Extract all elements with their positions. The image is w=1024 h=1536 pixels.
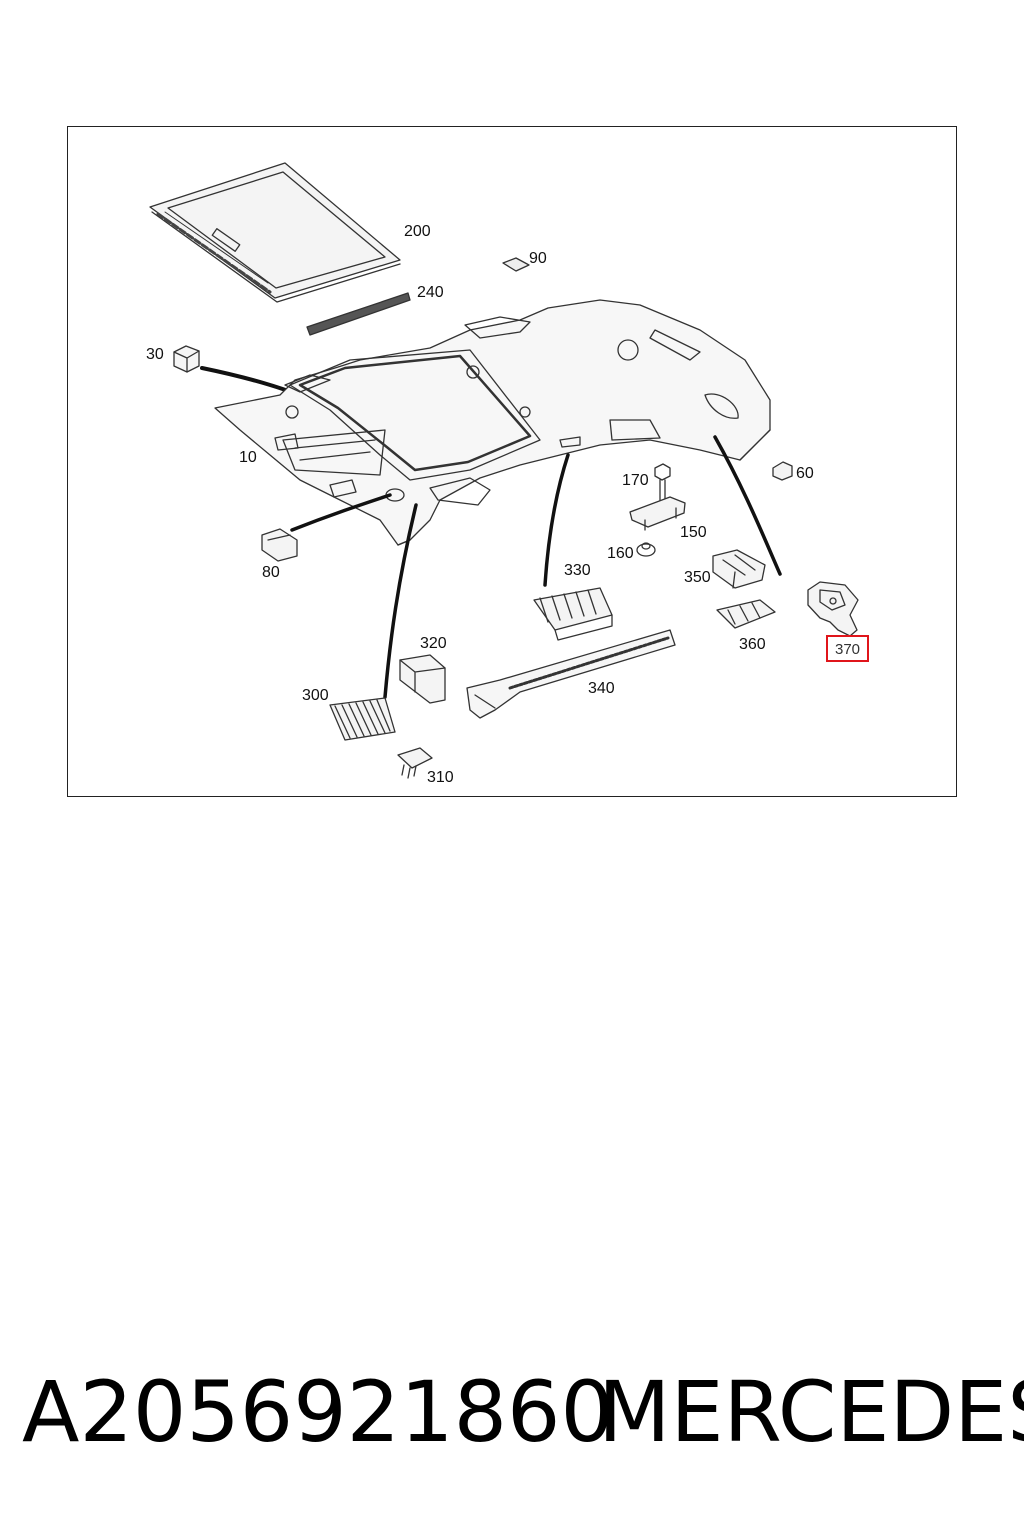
- callout-80: 80: [262, 564, 280, 581]
- callout-160: 160: [607, 545, 634, 562]
- part-60-clip: [772, 461, 793, 481]
- part-10-headliner: [214, 299, 771, 546]
- part-320-cover: [399, 654, 446, 704]
- callout-60: 60: [796, 465, 814, 482]
- part-310-connector: [397, 747, 433, 779]
- part-340-rail: [466, 629, 676, 719]
- callout-330: 330: [564, 562, 591, 579]
- callout-200: 200: [404, 223, 431, 240]
- callout-340: 340: [588, 680, 615, 697]
- part-80-cover: [261, 528, 298, 562]
- callout-170: 170: [622, 472, 649, 489]
- callout-10: 10: [239, 449, 257, 466]
- callout-360: 360: [739, 636, 766, 653]
- callout-310: 310: [427, 769, 454, 786]
- callout-370-highlighted: 370: [826, 635, 870, 662]
- callout-300: 300: [302, 687, 329, 704]
- leader-350: [713, 435, 782, 576]
- part-330-vent: [533, 587, 613, 641]
- callout-90: 90: [529, 250, 547, 267]
- leader-80: [290, 493, 392, 532]
- part-200-sunroof-panel: [149, 162, 401, 303]
- callout-320: 320: [420, 635, 447, 652]
- callout-350: 350: [684, 569, 711, 586]
- footer: A2056921860 MERCEDES: [0, 1370, 1024, 1470]
- callout-240: 240: [417, 284, 444, 301]
- part-90-pad: [502, 257, 530, 272]
- leader-330: [543, 453, 570, 587]
- part-300-comb: [329, 697, 396, 741]
- brand-name: MERCEDES: [598, 1363, 1024, 1461]
- part-30-clip: [173, 345, 200, 373]
- part-number: A2056921860: [22, 1363, 614, 1461]
- callout-150: 150: [680, 524, 707, 541]
- part-150-bracket: [629, 496, 686, 531]
- headliner-exploded-drawing: [149, 162, 859, 779]
- part-370-bracket: [807, 581, 859, 637]
- part-350-holder: [712, 549, 766, 589]
- callout-30: 30: [146, 346, 164, 363]
- part-160-nut: [636, 542, 656, 557]
- part-360-holder: [716, 599, 776, 629]
- part-240-trim-strip: [306, 292, 411, 336]
- leader-300: [383, 503, 418, 699]
